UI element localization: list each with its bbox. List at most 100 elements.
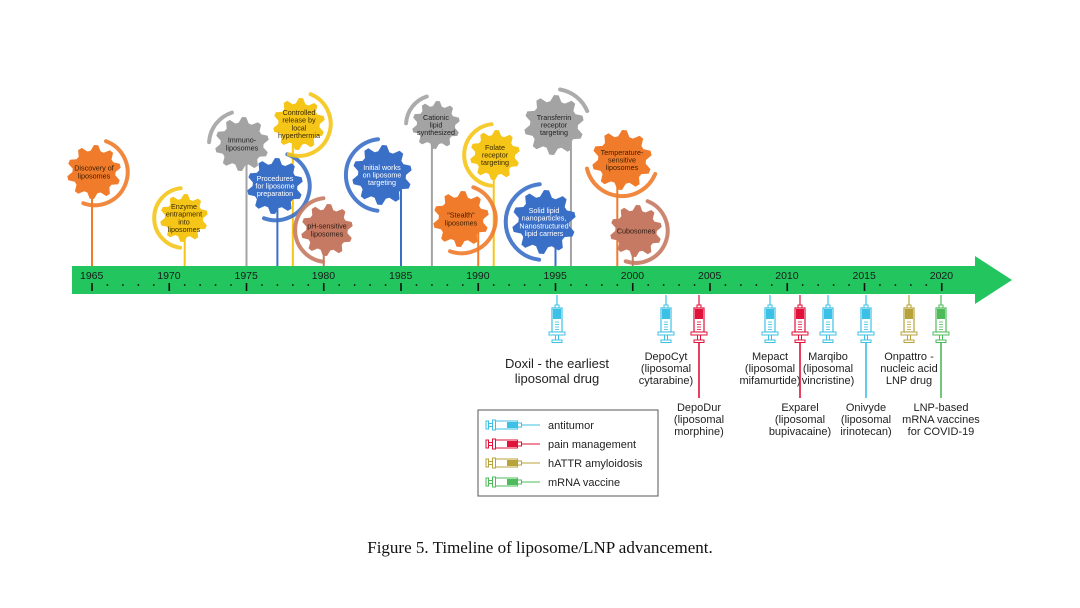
gear-icon: [512, 190, 576, 254]
minor-tick: [647, 284, 650, 286]
syringe-icon: [548, 295, 566, 343]
milestone-label: Procedures: [257, 174, 294, 183]
year-tick-label: 1995: [544, 270, 568, 282]
milestone-label: Solid lipid: [529, 206, 560, 215]
syringe-icon: [485, 457, 540, 469]
minor-tick: [384, 284, 387, 286]
gear-icon: [247, 158, 303, 214]
year-tick-label: 1975: [235, 270, 259, 282]
milestone-label: Transferrin: [537, 113, 571, 122]
drug-label: bupivacaine): [769, 426, 831, 438]
milestone-label: targeting: [540, 128, 568, 137]
minor-tick: [755, 284, 758, 286]
year-tick-label: 1985: [389, 270, 413, 282]
milestone-label: preparation: [257, 189, 293, 198]
milestone-label: receptor: [541, 121, 568, 130]
minor-tick: [616, 284, 619, 286]
minor-tick: [461, 284, 464, 286]
minor-tick: [415, 284, 418, 286]
gear-icon: [352, 145, 412, 205]
minor-tick: [539, 284, 541, 286]
milestone-label: liposomes: [78, 171, 111, 180]
minor-tick: [137, 284, 140, 286]
minor-tick: [724, 284, 727, 286]
minor-tick: [369, 284, 371, 286]
drug-label: Doxil - the earliest: [505, 356, 609, 371]
year-tick-label: 2005: [698, 270, 722, 282]
gear-arc-arrow: [558, 87, 590, 113]
milestone-gear: "Stealth"liposomes: [433, 185, 498, 256]
drug-label: Onivyde: [846, 402, 886, 414]
syringe-icon: [819, 295, 837, 343]
milestone-gears: Discovery ofliposomesEnzymeentrapmentint…: [67, 87, 670, 265]
milestone-label: sensitive: [608, 156, 636, 165]
milestone-label: Nanostructured: [519, 221, 568, 230]
figure-caption: Figure 5. Timeline of liposome/LNP advan…: [367, 538, 713, 557]
gear-arc-arrow: [152, 186, 183, 250]
milestone-label: Initial works: [363, 163, 401, 172]
milestone-label: Immuno-: [228, 136, 257, 145]
legend-label: pain management: [548, 439, 636, 451]
milestone-label: receptor: [482, 151, 509, 160]
year-tick-label: 1970: [157, 270, 181, 282]
legend: antitumor pain management hATTR amyloidosi…: [477, 409, 659, 497]
legend-item: mRNA vaccine: [485, 476, 620, 489]
year-tick-label: 1965: [80, 270, 104, 282]
syringe-icon: [761, 295, 779, 343]
syringe-icon: [485, 476, 540, 488]
minor-tick: [832, 284, 835, 286]
legend-label: hATTR amyloidosis: [548, 458, 643, 470]
legend-item: antitumor: [485, 419, 594, 432]
syringe-icon: [485, 419, 540, 431]
minor-tick: [291, 284, 294, 286]
minor-tick: [570, 284, 572, 286]
syringe-icon: [932, 295, 950, 343]
milestone-label: lipid carriers: [525, 229, 564, 238]
drug-label: (liposomal: [745, 363, 795, 375]
legend-item: pain management: [485, 438, 636, 451]
syringe-icon: [857, 295, 875, 343]
gear-icon: [273, 98, 325, 150]
milestone-label: Cubosomes: [617, 227, 656, 236]
gear-arc-arrow: [462, 122, 494, 188]
gear-arc-arrow: [293, 196, 326, 264]
year-tick-label: 1990: [466, 270, 490, 282]
drug-label: mRNA vaccines: [902, 414, 980, 426]
gear-icon: [67, 145, 121, 199]
gear-icon: [160, 194, 208, 242]
milestone-label: targeting: [368, 178, 396, 187]
drug-label: Marqibo: [808, 351, 848, 363]
gear-icon: [610, 205, 662, 257]
minor-tick: [770, 284, 773, 286]
minor-tick: [492, 284, 495, 286]
milestone-label: pH-sensitive: [307, 222, 347, 231]
drug-label: for COVID-19: [908, 426, 975, 438]
milestone-label: hyperthermia: [278, 131, 320, 140]
drug-label: (liposomal: [641, 363, 691, 375]
milestone-label: entrapment: [166, 210, 202, 219]
minor-tick: [230, 284, 232, 286]
year-tick-label: 2015: [853, 270, 877, 282]
minor-tick: [276, 284, 279, 286]
minor-tick: [152, 284, 155, 286]
gear-arc-arrow: [623, 199, 670, 265]
minor-tick: [106, 284, 109, 286]
syringe-icon: [485, 438, 540, 450]
milestone-label: release by: [282, 116, 316, 125]
minor-tick: [214, 284, 217, 286]
minor-tick: [894, 284, 897, 286]
drug-label: (liposomal: [674, 414, 724, 426]
year-tick-label: 2020: [930, 270, 954, 282]
